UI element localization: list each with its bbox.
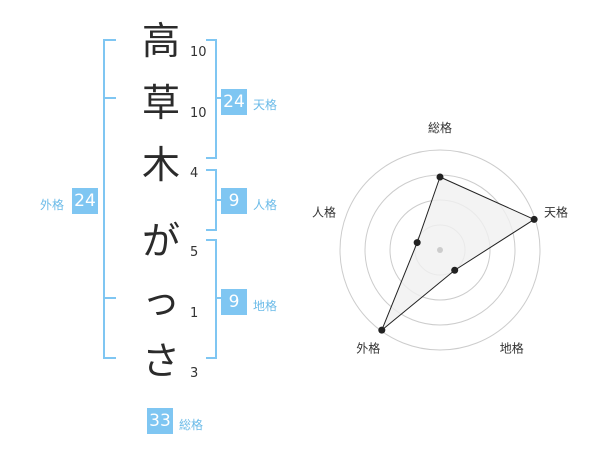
radar-axis-label-1: 総格 xyxy=(428,120,452,135)
name-char-4: が xyxy=(141,219,180,263)
jinkaku-badge: 9 xyxy=(221,188,247,214)
gaikaku-bracket xyxy=(103,39,116,359)
radar-point-2 xyxy=(530,215,538,223)
name-char-2: 草 xyxy=(141,81,180,125)
radar-center xyxy=(437,247,443,253)
jinkaku-bracket xyxy=(206,169,217,231)
tenkaku-badge: 24 xyxy=(221,89,247,115)
tenkaku-bracket xyxy=(206,39,217,159)
bracket-lines xyxy=(103,39,222,359)
stroke-count-5: 1 xyxy=(190,306,199,321)
radar-point-5 xyxy=(413,239,421,247)
name-char-5: っ xyxy=(141,279,180,323)
stroke-count-1: 10 xyxy=(190,45,207,60)
name-char-3: 木 xyxy=(141,143,180,187)
radar-area xyxy=(381,176,536,331)
stroke-count-3: 4 xyxy=(190,166,199,181)
radar-axis-label-4: 外格 xyxy=(356,341,380,356)
name-char-1: 高 xyxy=(141,19,180,63)
soukaku-badge: 33 xyxy=(147,408,173,434)
radar-ring xyxy=(339,149,541,351)
gaikaku-label: 外格 xyxy=(40,198,65,212)
radar-axis-label-3: 地格 xyxy=(500,341,524,356)
soukaku-label: 総格 xyxy=(179,418,204,432)
radar-axis-label-2: 天格 xyxy=(544,204,568,219)
stroke-count-4: 5 xyxy=(190,245,199,260)
stroke-count-2: 10 xyxy=(190,106,207,121)
radar-axis-label-5: 人格 xyxy=(312,204,336,219)
gaikaku-badge: 24 xyxy=(72,188,98,214)
chikaku-bracket xyxy=(206,239,217,359)
chikaku-badge: 9 xyxy=(221,289,247,315)
jinkaku-label: 人格 xyxy=(253,198,278,212)
radar-point-4 xyxy=(378,326,386,334)
radar-point-1 xyxy=(436,173,444,181)
chikaku-label: 地格 xyxy=(253,299,278,313)
tenkaku-label: 天格 xyxy=(253,98,278,112)
radar-point-3 xyxy=(451,266,459,274)
name-char-6: さ xyxy=(141,339,180,383)
stroke-count-6: 3 xyxy=(190,366,199,381)
